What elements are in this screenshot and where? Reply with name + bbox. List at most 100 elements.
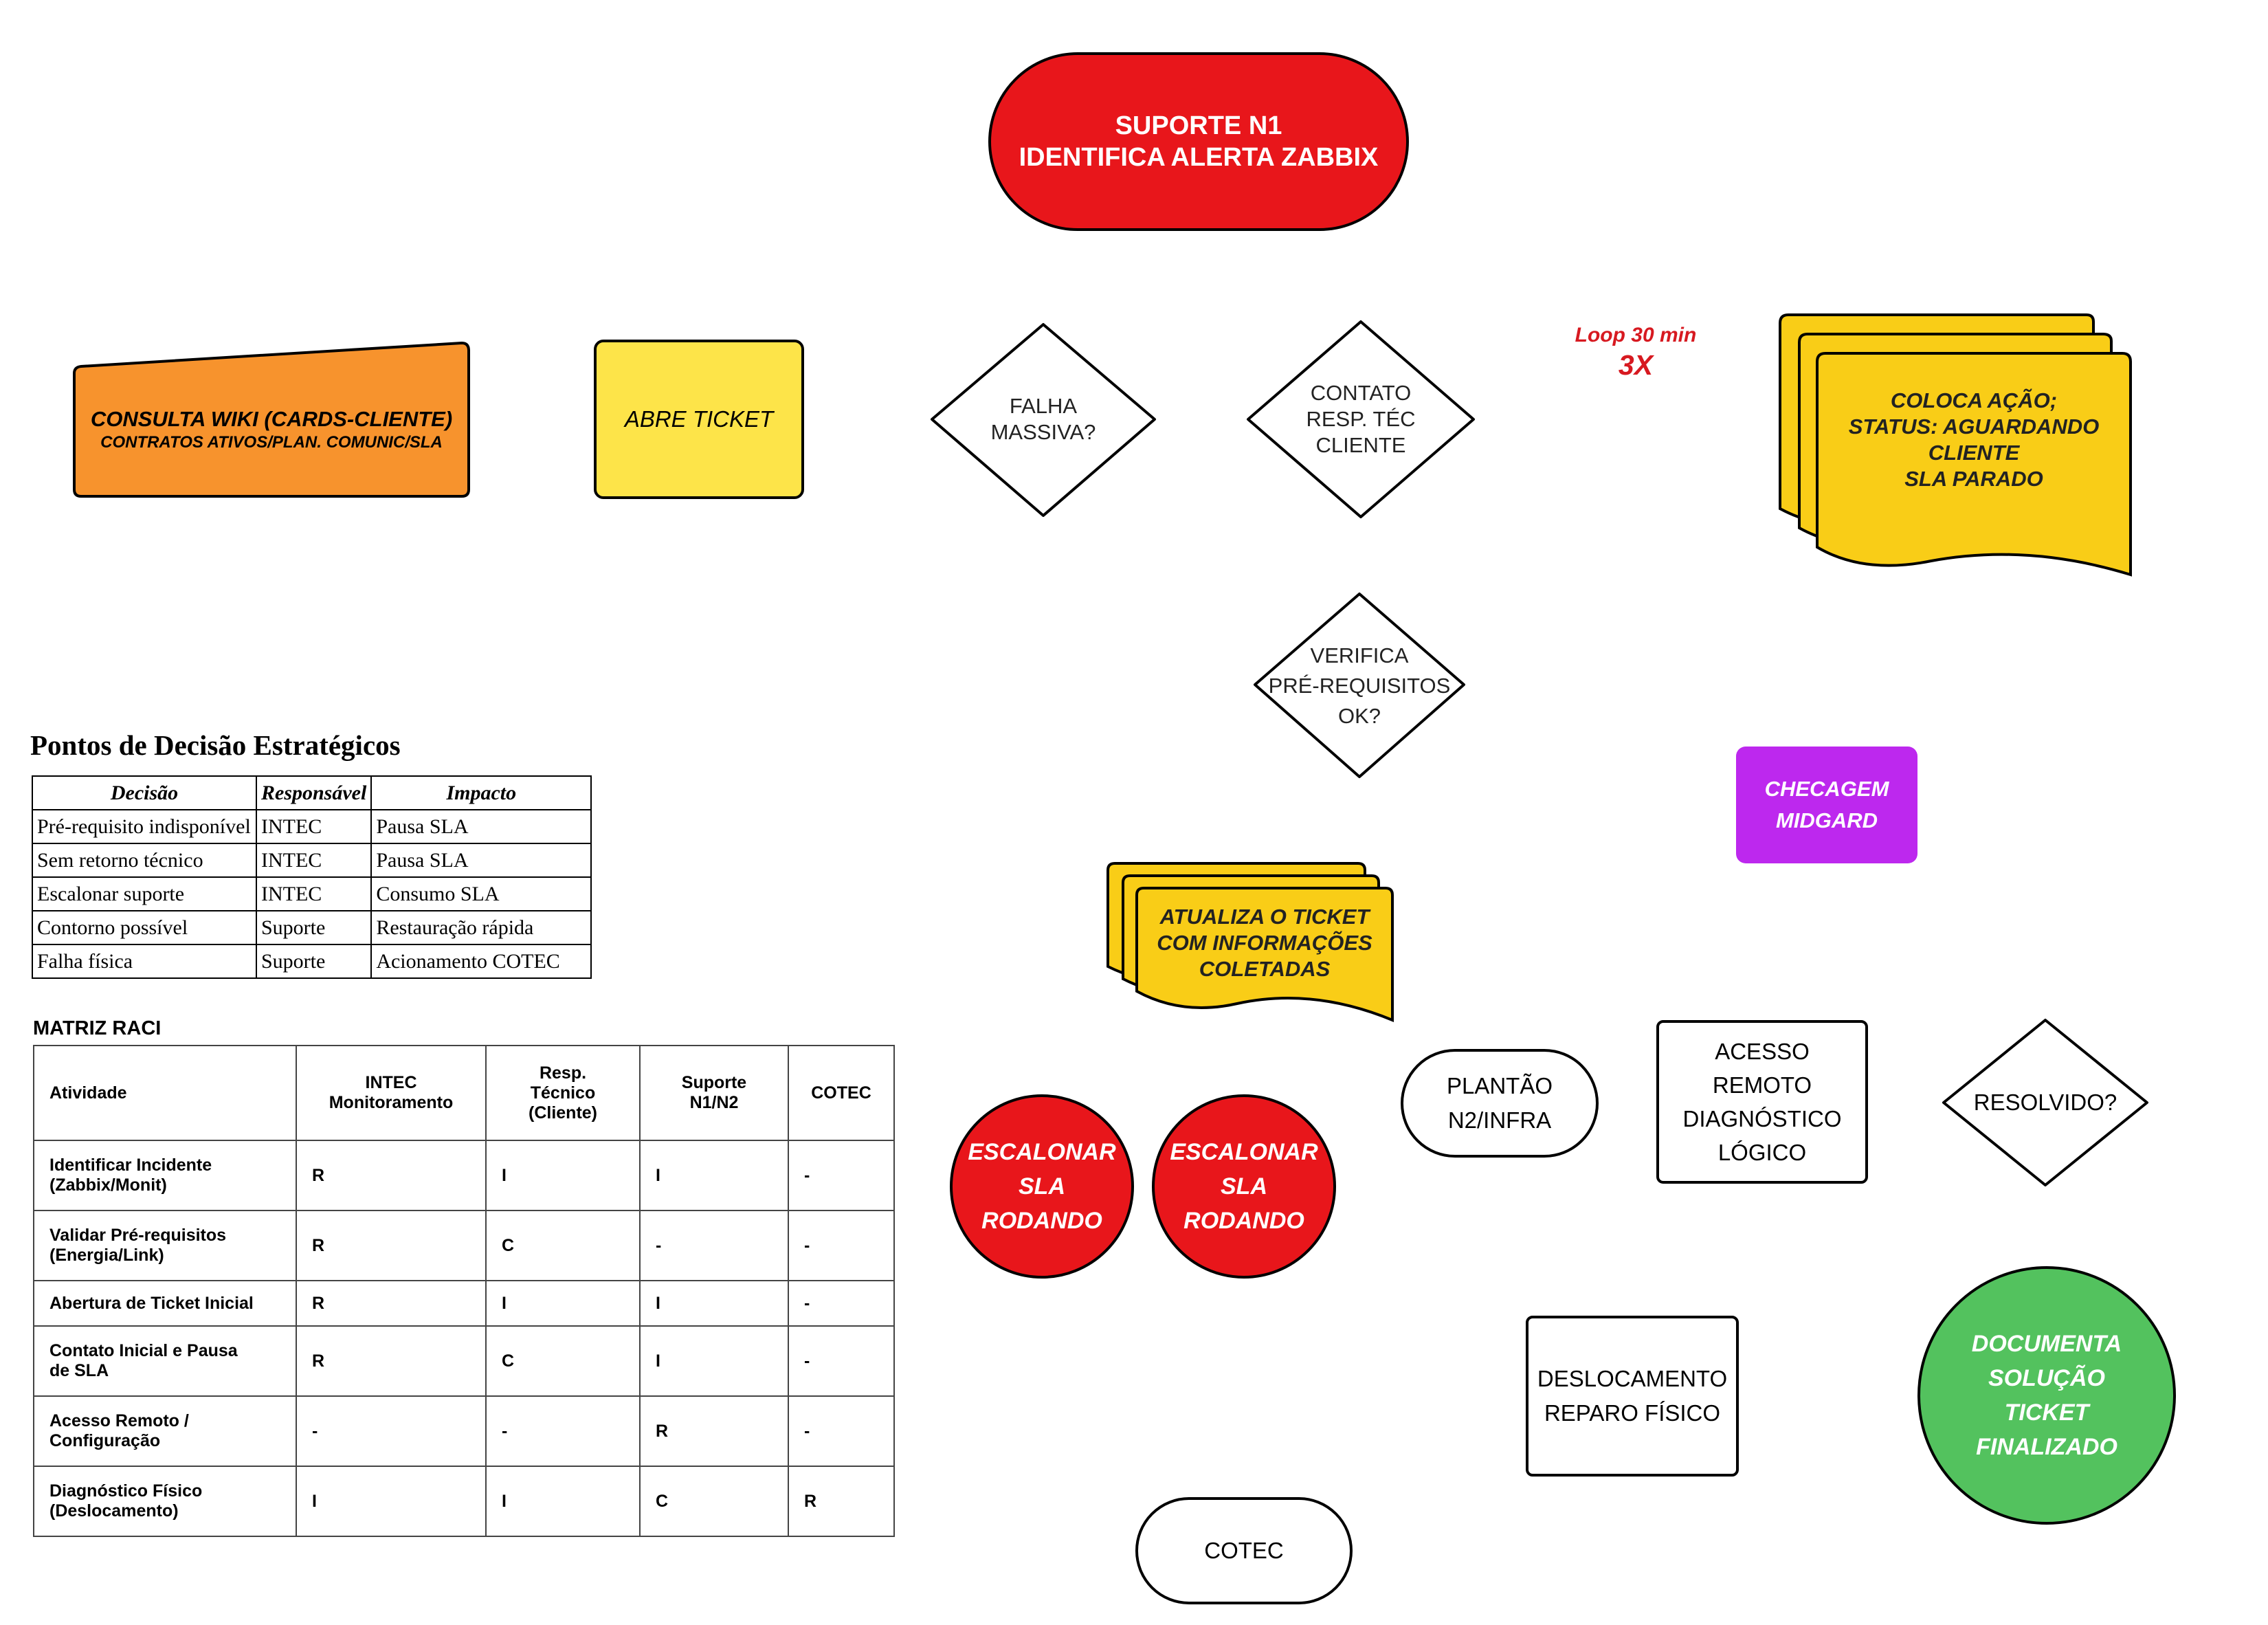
plantao-label-line-1: PLANTÃO xyxy=(1446,1073,1553,1098)
raci-activity-cell: Acesso Remoto /Configuração xyxy=(33,1395,297,1467)
coloca-acao-multidocument-shape[interactable] xyxy=(1779,313,2132,577)
documenta-label: DOCUMENTA SOLUÇÃO TICKET FINALIZADO xyxy=(1919,1268,2175,1523)
acao-label-line-1: COLOCA AÇÃO; xyxy=(1890,388,2058,412)
escalonar-circle-1-shape[interactable] xyxy=(950,1094,1134,1279)
escalonar-circle-2-shape[interactable] xyxy=(1152,1094,1336,1279)
pontos-cell: Sem retorno técnico xyxy=(32,843,257,878)
table-row: Contorno possível Suporte Restauração rá… xyxy=(32,910,592,945)
contato-label-line-3: CLIENTE xyxy=(1315,433,1406,457)
wiki-label: CONSULTA WIKI (CARDS-CLIENTE) CONTRATOS … xyxy=(74,399,469,461)
escalonar-1-line-2: SLA xyxy=(1019,1173,1065,1200)
resolvido-decision-shape[interactable] xyxy=(1942,1019,2148,1186)
table-row: Acesso Remoto /Configuração - - R - xyxy=(33,1395,895,1467)
documenta-label-line-3: TICKET xyxy=(2004,1400,2089,1426)
table-row: Falha física Suporte Acionamento COTEC xyxy=(32,944,592,979)
cotec-label: COTEC xyxy=(1137,1499,1351,1603)
raci-header-suporte-line-1: Suporte xyxy=(681,1073,747,1092)
raci-cell: - xyxy=(788,1325,895,1397)
pontos-cell: Pausa SLA xyxy=(370,809,592,844)
checagem-label: CHECAGEM MIDGARD xyxy=(1736,747,1917,863)
checagem-midgard-shape[interactable] xyxy=(1736,747,1917,863)
atualiza-ticket-multidocument-shape[interactable] xyxy=(1107,862,1394,1022)
acao-label-line-2: STATUS: AGUARDANDO xyxy=(1848,414,2100,439)
raci-activity-line-1: Diagnóstico Físico xyxy=(49,1481,203,1501)
wiki-manual-input-shape[interactable] xyxy=(73,341,470,498)
acesso-label-line-1: ACESSO xyxy=(1715,1039,1810,1064)
raci-table: Atividade INTEC Monitoramento Resp. Técn… xyxy=(33,1045,895,1537)
verifica-label-line-2: PRÉ-REQUISITOS xyxy=(1268,674,1451,698)
raci-header-resp-line-1: Resp. xyxy=(539,1063,587,1083)
raci-cell: - xyxy=(788,1395,895,1467)
raci-activity-line-2: (Deslocamento) xyxy=(49,1501,179,1521)
loop-annotation: Loop 30 min 3X xyxy=(1553,318,1718,386)
raci-cell: I xyxy=(639,1325,789,1397)
falha-label-line-1: FALHA xyxy=(1009,394,1078,418)
raci-activity-line-1: Identificar Incidente xyxy=(49,1156,212,1175)
escalonar-2-label: ESCALONAR SLA RODANDO xyxy=(1153,1096,1335,1277)
acesso-label-line-2: REMOTO xyxy=(1712,1072,1812,1098)
raci-activity-line-1: Abertura de Ticket Inicial xyxy=(49,1293,254,1313)
abre-ticket-text: ABRE TICKET xyxy=(624,406,774,432)
pontos-cell: Suporte xyxy=(255,910,373,945)
raci-header-resp-line-2: Técnico xyxy=(530,1083,596,1103)
raci-cell: I xyxy=(485,1280,641,1327)
raci-cell: - xyxy=(788,1280,895,1327)
raci-activity-line-1: Validar Pré-requisitos xyxy=(49,1226,227,1245)
wiki-label-line-1: CONSULTA WIKI (CARDS-CLIENTE) xyxy=(90,407,453,431)
acesso-remoto-shape[interactable] xyxy=(1656,1020,1868,1184)
verifica-label: VERIFICA PRÉ-REQUISITOS OK? xyxy=(1258,638,1461,734)
table-row: Identificar Incidente(Zabbix/Monit) R I … xyxy=(33,1140,895,1211)
raci-header-suporte: Suporte N1/N2 xyxy=(639,1045,789,1141)
raci-activity-line-1: Acesso Remoto / xyxy=(49,1411,189,1430)
pontos-cell: Acionamento COTEC xyxy=(370,944,592,979)
cotec-text: COTEC xyxy=(1204,1538,1284,1563)
abre-ticket-shape[interactable] xyxy=(594,340,804,499)
coloca-acao-label: COLOCA AÇÃO; STATUS: AGUARDANDO CLIENTE … xyxy=(1817,385,2131,495)
cotec-terminator-shape[interactable] xyxy=(1135,1497,1353,1604)
pontos-cell: Restauração rápida xyxy=(370,910,592,945)
verifica-decision-shape[interactable] xyxy=(1254,593,1465,778)
acesso-label: ACESSO REMOTO DIAGNÓSTICO LÓGICO xyxy=(1658,1021,1867,1182)
raci-cell: R xyxy=(296,1325,487,1397)
atualiza-label-line-2: COM INFORMAÇÕES xyxy=(1157,931,1372,955)
acesso-label-line-3: DIAGNÓSTICO xyxy=(1682,1106,1842,1131)
pontos-cell: Consumo SLA xyxy=(370,876,592,911)
raci-cell: I xyxy=(639,1140,789,1211)
escalonar-2-line-1: ESCALONAR xyxy=(1170,1139,1318,1165)
plantao-label-line-2: N2/INFRA xyxy=(1447,1107,1552,1133)
deslocamento-shape[interactable] xyxy=(1526,1316,1739,1477)
pontos-cell: Pré-requisito indisponível xyxy=(32,809,257,844)
loop-annotation-line-2: 3X xyxy=(1618,349,1654,381)
documenta-label-line-4: FINALIZADO xyxy=(1976,1434,2117,1460)
raci-cell: R xyxy=(296,1140,487,1211)
falha-massiva-decision-shape[interactable] xyxy=(931,323,1156,517)
raci-activity-line-2: Configuração xyxy=(49,1431,161,1450)
raci-cell: I xyxy=(485,1466,641,1537)
raci-header-cotec: COTEC xyxy=(788,1045,895,1141)
raci-cell: R xyxy=(296,1210,487,1281)
contato-decision-shape[interactable] xyxy=(1247,320,1475,518)
raci-activity-cell: Identificar Incidente(Zabbix/Monit) xyxy=(33,1140,297,1211)
raci-header-intec-line-1: INTEC xyxy=(365,1073,417,1092)
atualiza-label: ATUALIZA O TICKET COM INFORMAÇÕES COLETA… xyxy=(1137,902,1392,984)
raci-header-intec: INTEC Monitoramento xyxy=(296,1045,487,1141)
start-label-line-2: IDENTIFICA ALERTA ZABBIX xyxy=(1019,143,1379,172)
raci-activity-cell: Abertura de Ticket Inicial xyxy=(33,1280,297,1327)
acao-label-line-3: CLIENTE xyxy=(1928,441,2020,465)
raci-cell: R xyxy=(639,1395,789,1467)
start-terminator-shape[interactable] xyxy=(988,52,1409,231)
escalonar-2-line-2: SLA xyxy=(1221,1173,1267,1200)
verifica-label-line-3: OK? xyxy=(1337,704,1381,728)
plantao-terminator-shape[interactable] xyxy=(1401,1049,1599,1158)
raci-cell: C xyxy=(485,1210,641,1281)
pontos-decisao-title: Pontos de Decisão Estratégicos xyxy=(30,729,401,761)
table-row: Validar Pré-requisitos(Energia/Link) R C… xyxy=(33,1210,895,1281)
atualiza-label-line-3: COLETADAS xyxy=(1199,957,1331,981)
raci-cell: - xyxy=(788,1140,895,1211)
documenta-label-line-2: SOLUÇÃO xyxy=(1988,1365,2105,1391)
raci-cell: C xyxy=(639,1466,789,1537)
documenta-circle-shape[interactable] xyxy=(1917,1266,2176,1525)
loop-annotation-line-1: Loop 30 min xyxy=(1575,324,1697,346)
